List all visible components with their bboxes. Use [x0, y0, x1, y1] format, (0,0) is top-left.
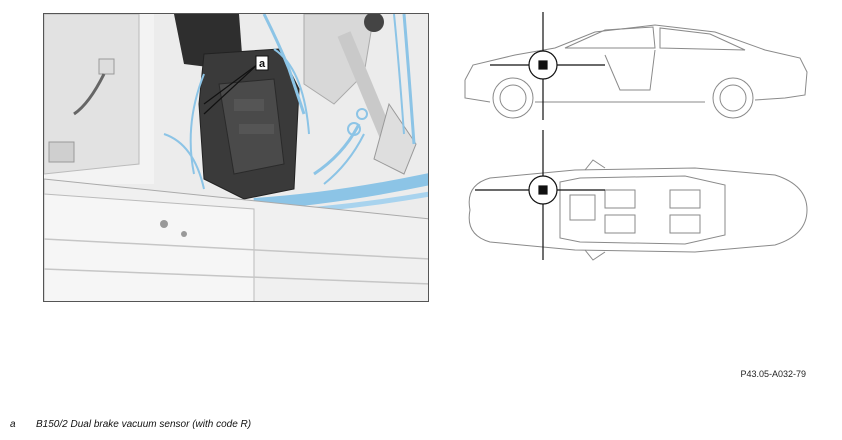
side-view-outline — [464, 24, 808, 103]
location-marker-side — [490, 12, 605, 120]
callout-label: a — [259, 58, 266, 70]
legend-text: B150/2 Dual brake vacuum sensor (with co… — [36, 419, 252, 430]
location-marker-top — [475, 130, 605, 260]
vehicle-outline-drawing — [464, 12, 808, 261]
vehicle-location-views — [455, 10, 815, 310]
engine-bay-drawing: a — [44, 14, 428, 301]
figure-id: P43.05-A032-79 — [740, 369, 806, 379]
legend-item: a B150/2 Dual brake vacuum sensor (with c… — [10, 419, 251, 430]
top-view-outline — [468, 167, 808, 253]
legend-key: a — [10, 419, 16, 430]
engine-compartment-illustration: a — [43, 13, 429, 302]
